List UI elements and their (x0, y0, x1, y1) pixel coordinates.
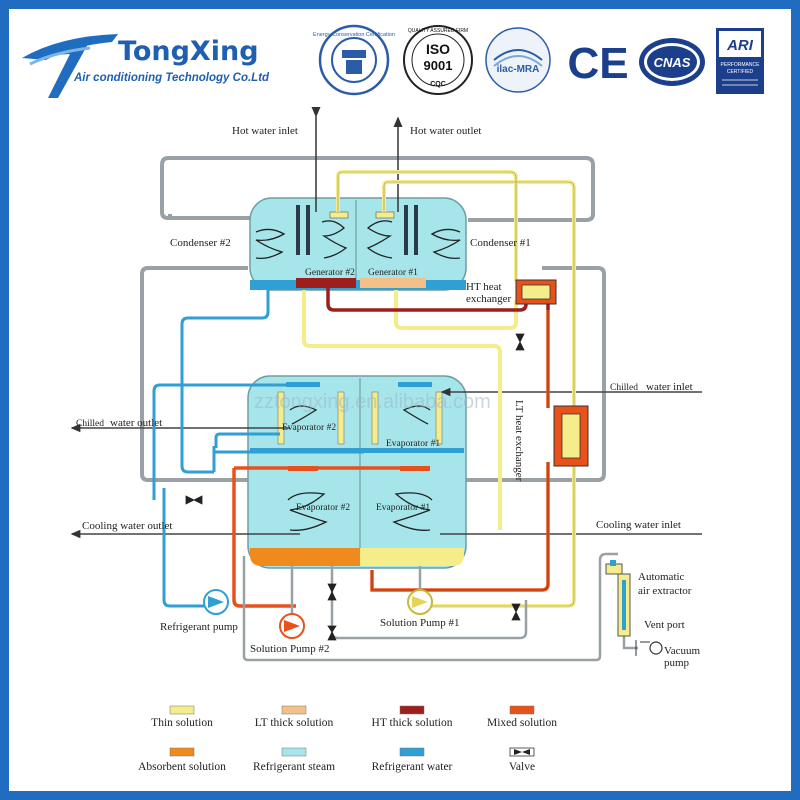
ce-text: CE (567, 39, 628, 88)
refrigerant-pump-icon (203, 589, 229, 615)
solution-pump1-icon (407, 589, 433, 615)
watermark-text: zztongxing.en.alibaba.com (254, 391, 491, 413)
energy-ring-text: Energy Conservation Certification (313, 32, 395, 38)
generator1-label: Generator #1 (368, 268, 418, 278)
legend-label: HT thick solution (372, 717, 453, 729)
legend-swatch-valve-icon (509, 747, 535, 757)
vacuum-pump-label-line1: Vacuum (664, 645, 700, 657)
energy-conservation-badge-icon: Energy Conservation Certification (313, 24, 395, 96)
automatic-air-extractor-label-line1: Automatic (638, 571, 685, 583)
upper-vessel (249, 197, 467, 291)
cqc-text: CQC (430, 81, 446, 88)
ilac-mra-badge-icon: ilac-MRA (485, 27, 551, 93)
automatic-air-extractor-label-line2: air extractor (638, 585, 692, 597)
company-name: TongXing (118, 36, 259, 67)
evaporator2-bottom-label: Evaporator #2 (296, 503, 350, 513)
legend-swatch (509, 705, 535, 715)
refrigerant-pump-label: Refrigerant pump (160, 621, 238, 633)
iso-9001-badge-icon: ISO 9001 CQC QUALITY ASSURED FIRM (403, 25, 473, 95)
lt-heat-exchanger-label: LT heat exchanger (513, 400, 525, 482)
legend-swatch (169, 705, 195, 715)
ari-certified-badge-icon: ARI PERFORMANCE CERTIFIED (716, 28, 764, 94)
evaporator1-top-label: Evaporator #1 (386, 439, 440, 449)
cnas-text: CNAS (654, 55, 691, 70)
solution-pump2-label: Solution Pump #2 (250, 643, 329, 655)
condenser2-label: Condenser #2 (170, 237, 231, 249)
chilled-water-outlet-label-line1: Chilled (76, 419, 104, 429)
automatic-air-extractor-icon (605, 560, 631, 637)
iso-text: ISO (426, 41, 450, 57)
chilled-water-outlet-label-line2: water outlet (110, 417, 162, 429)
legend-label: Absorbent solution (138, 761, 226, 773)
evaporator2-top-label: Evaporator #2 (282, 423, 336, 433)
generator2-label: Generator #2 (305, 268, 355, 278)
legend-swatch (169, 747, 195, 757)
ht-heat-exchanger-label-line1: HT heat (466, 281, 502, 293)
generator1-label-bg (364, 264, 420, 278)
thin-solution-pipes-outline (337, 171, 575, 607)
legend-label: LT thick solution (255, 717, 334, 729)
ari-sub1-text: PERFORMANCE (721, 62, 761, 68)
hot-water-lines (311, 107, 403, 212)
refrigerant-water-pipes (152, 290, 364, 608)
legend-label: Refrigerant water (372, 761, 453, 773)
evaporator1-bottom-label: Evaporator #1 (376, 503, 430, 513)
ilac-text: ilac-MRA (497, 64, 540, 75)
tongxing-logo-icon (22, 34, 118, 98)
cnas-badge-icon: CNAS (639, 38, 705, 86)
ht-heat-exchanger-label-line2: exchanger (466, 293, 512, 305)
legend-swatch (399, 747, 425, 757)
vent-port-label: Vent port (644, 619, 685, 631)
ht-heat-exchanger-icon (515, 279, 557, 305)
iso-ring-text: QUALITY ASSURED FIRM (408, 28, 468, 34)
legend: Thin solution LT thick solution HT thick s… (138, 705, 557, 773)
solution-pump1-label: Solution Pump #1 (380, 617, 459, 629)
legend-swatch (281, 747, 307, 757)
chilled-water-inlet-label-line2: water inlet (646, 381, 693, 393)
company-subtitle: Air conditioning Technology Co.Ltd (74, 72, 270, 84)
valve-icons (185, 333, 525, 641)
ari-text: ARI (726, 37, 754, 54)
legend-swatch (399, 705, 425, 715)
lt-heat-exchanger-icon (553, 405, 589, 467)
iso-number-text: 9001 (424, 58, 453, 73)
hot-water-outlet-label: Hot water outlet (410, 125, 481, 137)
legend-swatch (281, 705, 307, 715)
solution-pump2-icon (279, 613, 305, 639)
ce-mark-badge-icon: CE (567, 39, 628, 88)
cooling-water-outlet-label: Cooling water outlet (82, 520, 172, 532)
vacuum-pump-icon (635, 640, 663, 656)
legend-label: Mixed solution (487, 717, 557, 729)
hot-water-inlet-label: Hot water inlet (232, 125, 298, 137)
ari-sub2-text: CERTIFIED (727, 69, 754, 75)
legend-label: Thin solution (151, 717, 213, 729)
vacuum-pump-label-line2: pump (664, 657, 690, 669)
chilled-water-inlet-label-line1: Chilled (610, 383, 638, 393)
generator2-label-bg (302, 264, 354, 278)
cooling-water-inlet-label: Cooling water inlet (596, 519, 681, 531)
legend-label: Valve (509, 761, 535, 773)
mixed-solution-pipes-outline (371, 310, 549, 591)
legend-label: Refrigerant steam (253, 761, 335, 773)
condenser1-label: Condenser #1 (470, 237, 531, 249)
